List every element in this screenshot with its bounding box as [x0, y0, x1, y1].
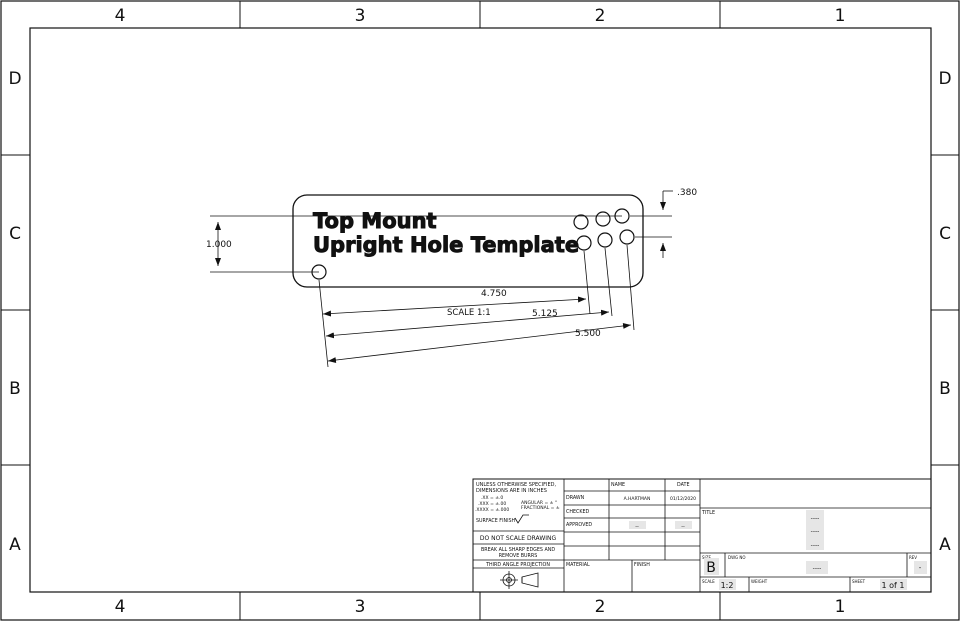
size-label: SIZE	[702, 555, 711, 560]
do-not-scale-note: DO NOT SCALE DRAWING	[480, 535, 557, 542]
zone-row-right-c: C	[939, 224, 951, 244]
approved-date: --	[681, 524, 685, 530]
zone-col-bottom-4: 4	[115, 597, 126, 617]
title-value-1: ----	[811, 515, 820, 522]
sheet-value: 1 of 1	[882, 581, 905, 590]
dimension-offset-value: .380	[677, 188, 697, 198]
size-value-field	[704, 558, 719, 575]
template-plate-outline	[292, 194, 644, 288]
checked-label: CHECKED	[566, 509, 590, 515]
name-header: NAME	[611, 482, 625, 488]
hole-bottom-3	[619, 229, 635, 245]
finish-label: FINISH	[634, 562, 650, 568]
scale-label: SCALE	[702, 579, 715, 584]
hole-top-1	[573, 214, 589, 230]
dwg-no-value: ----	[813, 565, 822, 572]
dimension-d2-value: 5.125	[532, 309, 558, 319]
zone-col-bottom-2: 2	[595, 597, 606, 617]
hole-top-2	[595, 211, 611, 227]
zone-row-left-d: D	[8, 69, 21, 89]
tolerance-line1: UNLESS OTHERWISE SPECIFIED,	[476, 482, 556, 488]
tolerance-line2: DIMENSIONS ARE IN INCHES	[476, 488, 547, 494]
zone-col-bottom-1: 1	[835, 597, 846, 617]
zone-col-bottom-3: 3	[355, 597, 366, 617]
break-edges-note-1: BREAK ALL SHARP EDGES AND	[481, 547, 555, 553]
tolerance-fractional: FRACTIONAL = ±	[521, 505, 560, 511]
zone-row-right-a: A	[939, 535, 951, 555]
zone-row-right-b: B	[939, 379, 951, 399]
tolerance-xx: .XX = ±.0	[481, 495, 503, 501]
zone-col-top-4: 4	[115, 6, 126, 26]
scale-value: 1:2	[721, 581, 734, 590]
drawn-name: A.HARTMAN	[624, 496, 651, 502]
tolerance-xxx: .XXX = ±.00	[478, 501, 506, 507]
zone-row-left-c: C	[9, 224, 21, 244]
zone-row-left-a: A	[9, 535, 21, 555]
drawn-label: DRAWN	[566, 495, 585, 501]
zone-col-top-3: 3	[355, 6, 366, 26]
dimension-d3-value: 5.500	[575, 329, 601, 339]
hole-bottom-1	[576, 235, 592, 251]
material-label: MATERIAL	[566, 562, 590, 568]
title-value-3: ----	[811, 542, 820, 549]
drawn-date: 01/12/2020	[670, 496, 696, 502]
third-angle-projection-icon	[500, 571, 539, 589]
part-view: Top Mount Upright Hole Template 1.000 .3…	[206, 188, 697, 368]
break-edges-note-2: REMOVE BURRS	[499, 553, 538, 559]
weight-label: WEIGHT	[751, 579, 768, 584]
dimension-extension-lines	[318, 244, 635, 368]
dimension-d3: 5.500	[327, 322, 632, 364]
projection-label: THIRD ANGLE PROJECTION	[485, 562, 550, 568]
title-block: UNLESS OTHERWISE SPECIFIED, DIMENSIONS A…	[472, 478, 932, 593]
scale-value-field	[719, 579, 736, 590]
tolerance-xxxx: .XXXX = ±.000	[475, 507, 509, 513]
dimension-d1-value: 4.750	[481, 289, 507, 299]
dimension-height: 1.000	[206, 215, 622, 273]
hole-bottom-2	[597, 232, 613, 248]
part-label-line1: Top Mount	[313, 209, 437, 233]
title-value-2: ----	[811, 528, 820, 535]
tolerance-angular: ANGULAR = ± °	[521, 500, 557, 506]
dwg-no-label: DWG NO	[728, 555, 746, 560]
zone-row-left-b: B	[9, 379, 21, 399]
approved-date-field	[675, 521, 692, 529]
approved-name: --	[635, 524, 639, 530]
dimension-offset: .380	[630, 188, 697, 258]
sheet-value-field	[880, 579, 907, 590]
approved-name-field	[629, 521, 646, 529]
rev-value: -	[919, 564, 922, 572]
dimension-height-value: 1.000	[206, 240, 232, 250]
scale-note: SCALE 1:1	[447, 308, 491, 318]
sheet-label: SHEET	[852, 579, 866, 584]
rev-value-field	[914, 561, 927, 574]
part-label-line2: Upright Hole Template	[313, 233, 579, 257]
date-header: DATE	[677, 482, 689, 488]
zone-row-right-d: D	[938, 69, 951, 89]
zone-col-top-1: 1	[835, 6, 846, 26]
rev-label: REV	[909, 555, 917, 560]
zone-col-top-2: 2	[595, 6, 606, 26]
title-label: TITLE	[701, 510, 715, 516]
surface-finish-label: SURFACE FINISH	[476, 518, 516, 524]
dwg-no-value-field	[806, 561, 828, 574]
surface-finish-icon	[514, 514, 529, 524]
approved-label: APPROVED	[566, 522, 592, 528]
title-value-field	[806, 510, 824, 550]
size-value: B	[706, 560, 716, 576]
